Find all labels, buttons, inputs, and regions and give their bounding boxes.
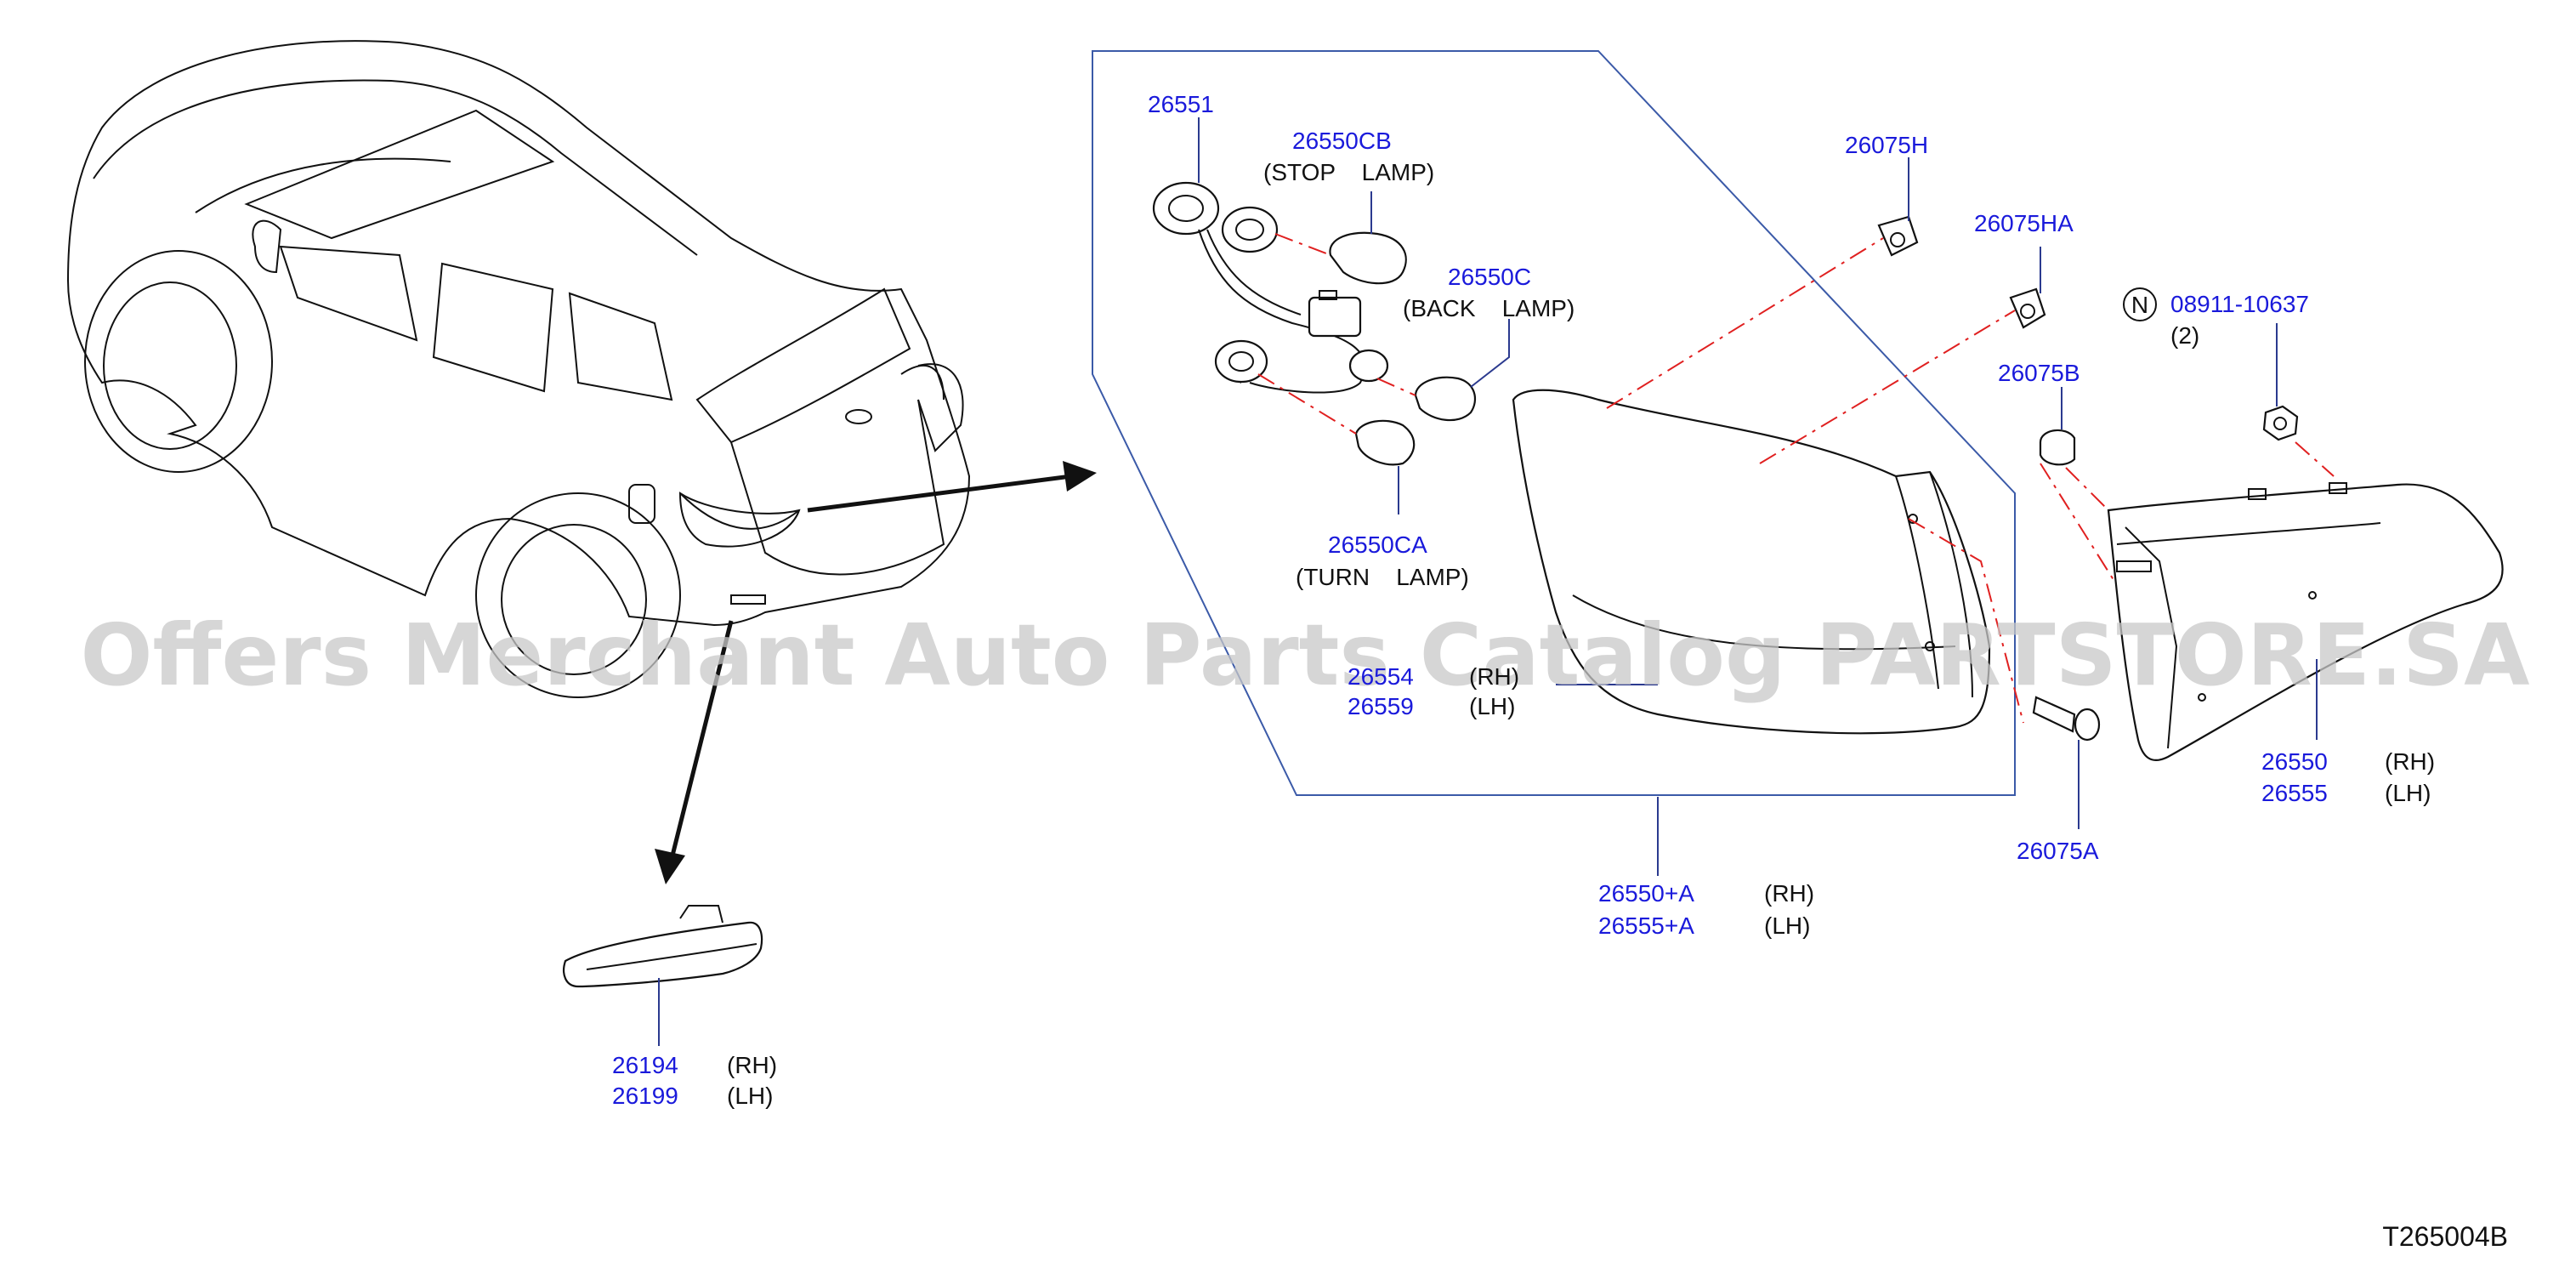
vehicle-pointer-arrows bbox=[655, 461, 1097, 884]
callout-26550-side: (RH) bbox=[2385, 748, 2435, 775]
callout-26559[interactable]: 26559 bbox=[1348, 693, 1414, 719]
stop-bulb-shape bbox=[1329, 231, 1407, 285]
callout-26075b[interactable]: 26075B bbox=[1998, 360, 2080, 386]
callout-26075ha[interactable]: 26075HA bbox=[1974, 210, 2074, 236]
callout-26555-plus-a-side: (LH) bbox=[1764, 912, 1810, 939]
callout-26194[interactable]: 26194 bbox=[612, 1052, 678, 1078]
reflex-reflector-illustration bbox=[563, 905, 763, 988]
callout-26199-side: (LH) bbox=[727, 1083, 773, 1109]
callout-26550cb-description: (STOP LAMP) bbox=[1263, 159, 1434, 185]
callout-26555-plus-a[interactable]: 26555+A bbox=[1598, 912, 1694, 939]
callout-26551[interactable]: 26551 bbox=[1148, 91, 1214, 117]
callout-nut: N 08911-10637 (2) bbox=[2123, 287, 2309, 349]
back-bulb-shape bbox=[1414, 376, 1477, 422]
lamp-body-illustration bbox=[2107, 482, 2504, 762]
callout-26550-plus-a-side: (RH) bbox=[1764, 880, 1814, 907]
callout-26550c[interactable]: 26550C bbox=[1448, 264, 1531, 290]
callout-26199[interactable]: 26199 bbox=[612, 1083, 678, 1109]
callout-26555-side: (LH) bbox=[2385, 780, 2431, 806]
callout-26559-side: (LH) bbox=[1469, 693, 1515, 719]
callout-26075a[interactable]: 26075A bbox=[2017, 838, 2099, 864]
callout-26555[interactable]: 26555 bbox=[2261, 780, 2328, 806]
nut-symbol-circle bbox=[2123, 287, 2157, 321]
leader-lines bbox=[658, 117, 2318, 1046]
callout-08911-10637[interactable]: 08911-10637 bbox=[2170, 291, 2309, 317]
detail-box bbox=[1092, 50, 2016, 796]
callout-26554-side: (RH) bbox=[1469, 663, 1519, 690]
nut-quantity: (2) bbox=[2170, 322, 2199, 349]
callout-26194-side: (RH) bbox=[727, 1052, 777, 1078]
callout-26550ca-description: (TURN LAMP) bbox=[1296, 564, 1469, 590]
callout-26550c-description: (BACK LAMP) bbox=[1403, 295, 1575, 321]
callout-26075h[interactable]: 26075H bbox=[1845, 132, 1928, 158]
lamp-assembly-illustration bbox=[1512, 389, 1991, 735]
callout-26550-plus-a[interactable]: 26550+A bbox=[1598, 880, 1694, 907]
callout-26550ca[interactable]: 26550CA bbox=[1328, 532, 1427, 558]
watermark-text: Offers Merchant Auto Parts Catalog PARTS… bbox=[80, 605, 2529, 705]
nut-symbol: N bbox=[2131, 292, 2148, 318]
callout-26550[interactable]: 26550 bbox=[2261, 748, 2328, 775]
fastener-illustrations bbox=[1606, 215, 2335, 742]
callout-26550cb[interactable]: 26550CB bbox=[1292, 128, 1392, 154]
callout-26554[interactable]: 26554 bbox=[1348, 663, 1414, 690]
vehicle-illustration bbox=[66, 40, 971, 698]
diagram-reference-code: T265004B bbox=[2382, 1221, 2508, 1252]
socket-harness-illustration bbox=[1152, 181, 1477, 466]
turn-bulb-shape bbox=[1354, 419, 1416, 466]
